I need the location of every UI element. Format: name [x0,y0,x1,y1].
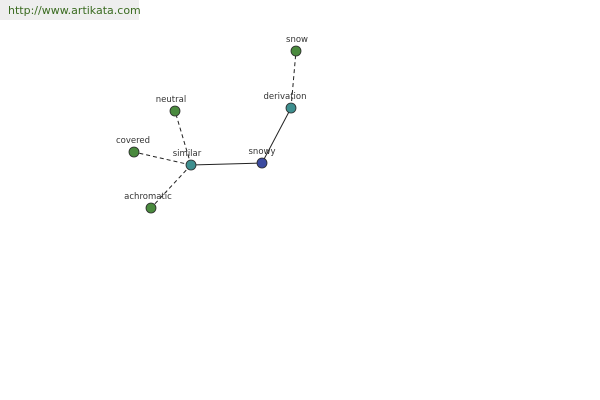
node-circle-snowy[interactable] [256,157,268,169]
node-circle-derivation[interactable] [285,102,297,114]
edge-similar-covered [133,151,192,166]
node-label-snow: snow [286,35,308,45]
node-label-snowy: snowy [249,147,276,157]
node-circle-similar[interactable] [185,159,197,171]
node-label-covered: covered [116,136,150,146]
node-label-neutral: neutral [156,95,186,105]
node-circle-covered[interactable] [128,146,140,158]
node-circle-achromatic[interactable] [145,202,157,214]
edge-derivation-snow [290,50,297,109]
edge-snowy-derivation [261,107,292,164]
edge-similar-achromatic [150,164,192,209]
graph-nodes: snow derivation snowy similar neutral covered… [116,35,308,214]
node-label-derivation: derivation [263,92,306,102]
edge-similar-neutral [174,110,192,166]
node-snowy[interactable]: snowy [249,147,276,169]
node-similar[interactable]: similar [173,149,202,171]
node-circle-snow[interactable] [290,45,302,57]
node-derivation[interactable]: derivation [263,92,307,114]
node-label-similar: similar [173,149,202,159]
node-snow[interactable]: snow [286,35,308,57]
graph-edges [133,50,297,209]
node-neutral[interactable]: neutral [156,95,186,117]
node-label-achromatic: achromatic [124,192,172,202]
source-url-label[interactable]: http://www.artikata.com [0,0,141,20]
edge-snowy-similar [190,162,263,166]
node-circle-neutral[interactable] [169,105,181,117]
node-covered[interactable]: covered [116,136,150,158]
node-achromatic[interactable]: achromatic [124,192,172,214]
